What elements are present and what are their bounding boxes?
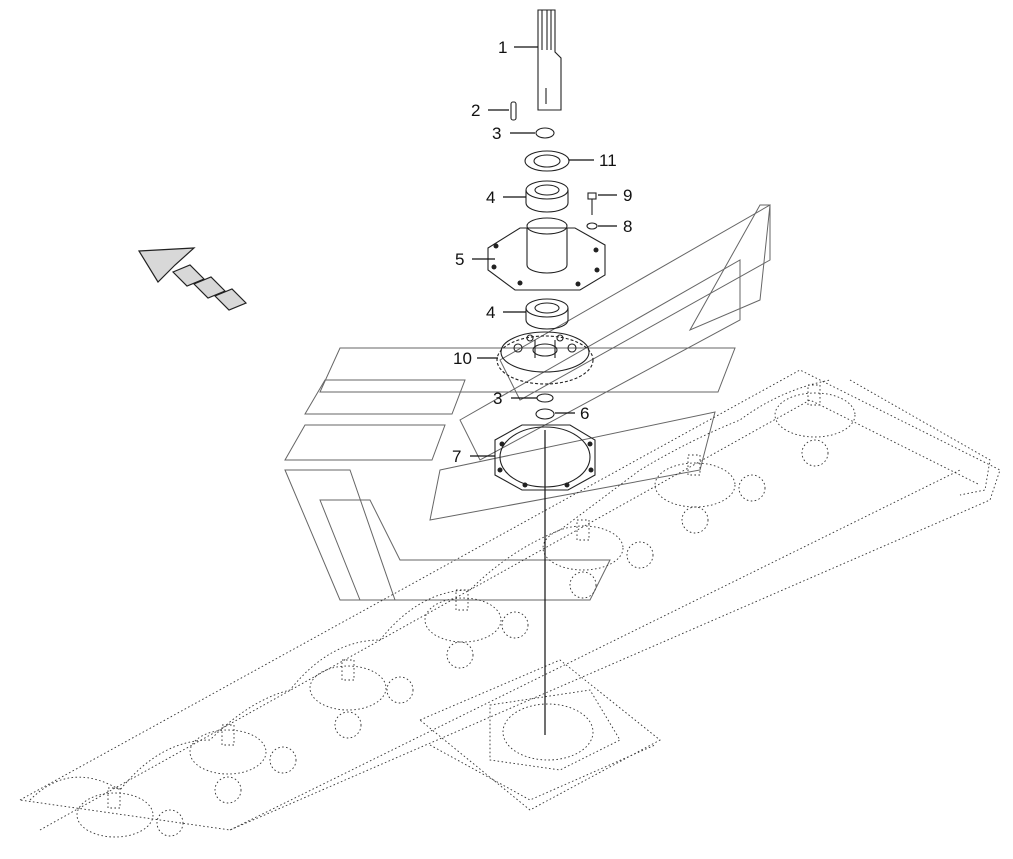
- screw: [587, 192, 597, 215]
- callout-7: 7: [452, 447, 461, 466]
- spacer-ring: [524, 150, 570, 172]
- callout-3-lower: 3: [493, 389, 502, 408]
- bearing-upper: [525, 180, 569, 213]
- shaft: [537, 9, 562, 111]
- bearing-housing: [487, 217, 606, 291]
- leader-lines: [470, 46, 617, 457]
- bearing-rings: [156, 439, 829, 837]
- key: [510, 101, 517, 121]
- cutter-bar: [18, 369, 1001, 838]
- callout-4-lower: 4: [486, 303, 495, 322]
- retaining-ring: [535, 408, 555, 420]
- callout-5: 5: [455, 250, 464, 269]
- callout-3-upper: 3: [492, 124, 501, 143]
- callout-9: 9: [623, 186, 632, 205]
- callout-2: 2: [471, 101, 480, 120]
- callout-1: 1: [498, 38, 507, 57]
- washer: [586, 222, 598, 230]
- callout-6: 6: [580, 404, 589, 423]
- direction-arrow-icon: [137, 247, 248, 311]
- callouts: 1 2 3 11 4 9 8 5 4 10 3 6 7: [452, 38, 632, 466]
- watermark-logo: [284, 204, 771, 601]
- callout-8: 8: [623, 217, 632, 236]
- circlip-lower: [536, 393, 554, 403]
- disc-heads: [76, 384, 856, 838]
- gear-wheel: [496, 331, 594, 385]
- circlip-upper: [535, 127, 555, 139]
- callout-11: 11: [599, 151, 617, 170]
- gasket: [494, 424, 596, 491]
- callout-4-upper: 4: [486, 188, 495, 207]
- bearing-lower: [525, 298, 569, 330]
- callout-10: 10: [453, 349, 472, 368]
